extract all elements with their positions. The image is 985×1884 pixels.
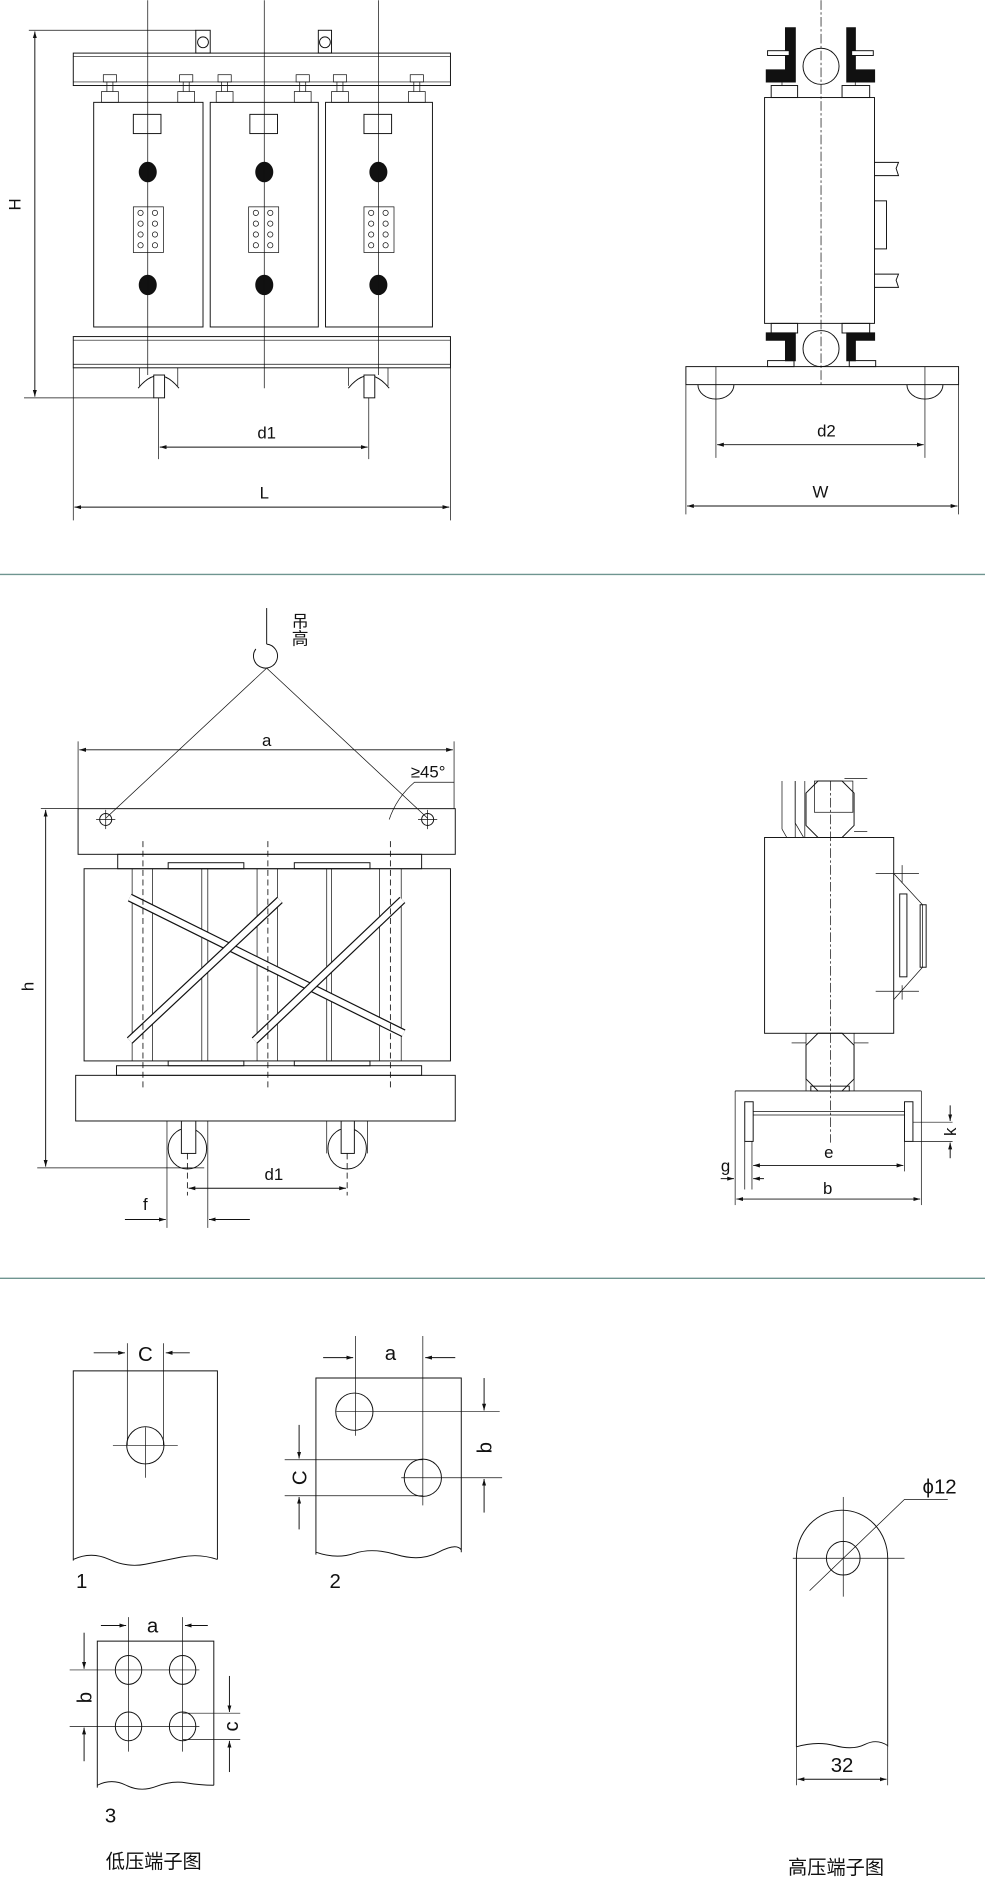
coil-block — [83, 868, 451, 1062]
dimension-label-h: h — [19, 982, 38, 991]
dimension-label-a: a — [385, 1343, 397, 1365]
dimension-label-a: a — [262, 731, 272, 750]
bottom-clamp — [75, 1074, 456, 1122]
dimension-label-k: k — [941, 1127, 960, 1136]
terminal-width-label: 32 — [831, 1755, 854, 1777]
sling-angle-label: ≥45° — [411, 762, 446, 781]
dimension-label-C: C — [289, 1470, 311, 1485]
dimension-label-f: f — [143, 1195, 148, 1214]
dimension-label-d1: d1 — [265, 1165, 284, 1184]
dimension-label-H: H — [5, 198, 24, 210]
dimension-label-L: L — [260, 484, 269, 503]
lv-terminal-1: C 1 — [72, 1343, 218, 1593]
dimension-label-e: e — [824, 1143, 833, 1162]
sling — [266, 667, 428, 819]
wheel — [137, 367, 180, 399]
lv-terminal-2: a b C 2 — [284, 1336, 503, 1593]
transformer-body-side — [764, 97, 875, 324]
hole-diameter-label: ϕ12 — [923, 1476, 957, 1498]
dimension-label-g: g — [721, 1156, 730, 1175]
side-view-2: k e g b — [720, 778, 960, 1206]
tap-board — [248, 206, 280, 253]
binding-straps — [126, 893, 406, 1044]
side-view: d2 W — [685, 0, 960, 515]
terminal-number: 3 — [105, 1805, 116, 1827]
dimension-label-b: b — [74, 1692, 96, 1703]
wheel — [347, 367, 390, 399]
dimension-label-W: W — [813, 483, 829, 502]
top-clamp — [72, 52, 451, 87]
hv-terminal-caption: 高压端子图 — [788, 1856, 884, 1879]
tap-board — [363, 206, 395, 253]
hv-terminal: ϕ12 32 — [792, 1476, 957, 1786]
tap-board — [132, 206, 164, 253]
dimension-label-b: b — [823, 1179, 832, 1198]
coils — [93, 101, 433, 328]
top-clamp — [77, 808, 456, 855]
transformer-body-side — [764, 837, 895, 1034]
lv-terminal-3: a b c 3 — [69, 1616, 243, 1827]
terminal-number: 2 — [329, 1571, 340, 1593]
clamp-bolts — [101, 74, 426, 103]
bottom-clamp — [72, 336, 451, 369]
lv-terminal-caption: 低压端子图 — [106, 1850, 202, 1873]
base-plate — [685, 366, 960, 386]
dimension-label-d1: d1 — [257, 424, 276, 443]
front-view: H d1 L — [5, 0, 451, 521]
dimension-label-a: a — [147, 1616, 159, 1638]
lifting-lug — [317, 29, 333, 54]
dimension-label-C: C — [138, 1344, 153, 1366]
lifting-view: 吊高 a ≥45° — [19, 608, 456, 1228]
sling — [105, 667, 267, 819]
lifting-height-label: 吊高 — [289, 613, 309, 648]
dimension-label-c: c — [221, 1721, 243, 1731]
dimension-label-d2: d2 — [817, 421, 836, 440]
dimension-label-b: b — [474, 1442, 496, 1453]
hv-bushing — [805, 780, 855, 838]
terminal-number: 1 — [76, 1571, 87, 1593]
